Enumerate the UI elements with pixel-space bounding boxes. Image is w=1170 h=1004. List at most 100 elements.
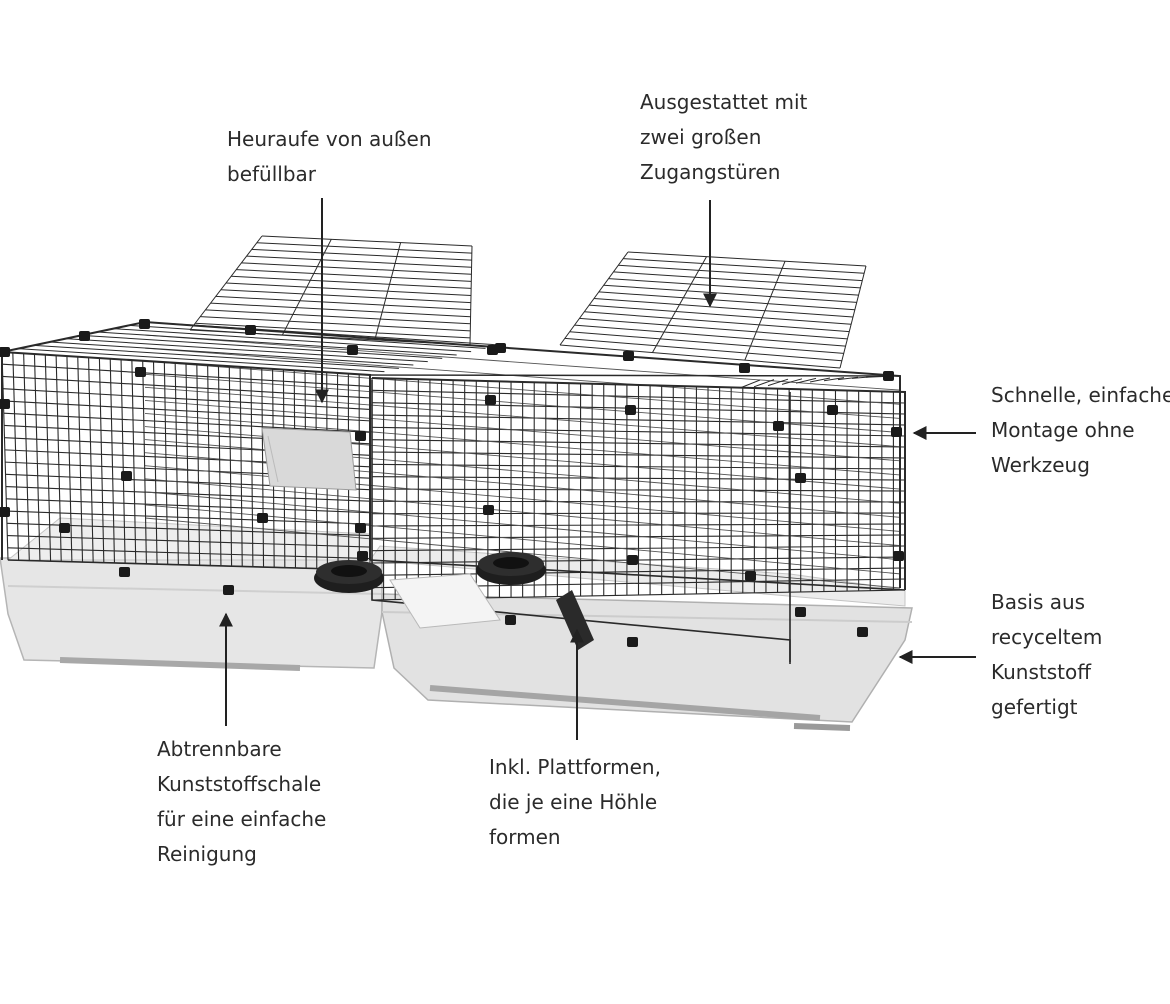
- wire-clip: [347, 345, 358, 355]
- wire-bar: [144, 347, 901, 405]
- wire-clip: [257, 513, 268, 523]
- wire-clip: [623, 351, 634, 361]
- wire-bar: [113, 328, 472, 353]
- label-line: Zugangstüren: [640, 160, 781, 184]
- wire-bar: [823, 377, 845, 382]
- platform-ramp: [389, 573, 594, 650]
- wire-bar: [174, 362, 179, 565]
- wire-bar: [593, 298, 854, 318]
- label-line: gefertigt: [991, 695, 1078, 719]
- wire-clip: [891, 427, 902, 437]
- wire-bar: [200, 316, 471, 332]
- wire-bar: [195, 322, 471, 339]
- label-line: für eine einfache: [157, 807, 327, 831]
- wire-bar: [33, 344, 399, 369]
- wire-clip: [505, 615, 516, 625]
- wire-bar: [207, 364, 211, 566]
- label-platforms: Inkl. Plattformen, die je eine Höhle for…: [489, 750, 661, 855]
- wire-bar: [163, 362, 169, 565]
- wire-bar: [65, 338, 428, 363]
- label-line: Inkl. Plattformen,: [489, 755, 661, 779]
- wire-bar: [256, 242, 472, 254]
- wire-clip: [139, 319, 150, 329]
- wire-bar: [17, 348, 385, 373]
- wire-bar: [623, 258, 865, 274]
- wire-bar: [261, 368, 265, 568]
- label-line: Basis aus: [991, 590, 1086, 614]
- label-line: Montage ohne: [991, 418, 1135, 442]
- wire-clip: [795, 473, 806, 483]
- label-line: Kunststoffschale: [157, 772, 322, 796]
- wire-bar: [66, 356, 73, 562]
- wire-bar: [250, 367, 254, 567]
- wire-bar: [236, 269, 472, 282]
- label-line: Kunststoff: [991, 660, 1092, 684]
- wire-clip: [483, 505, 494, 515]
- label-recycled-base: Basis aus recyceltem Kunststoff gefertig…: [991, 585, 1102, 725]
- wire-bar: [781, 378, 803, 385]
- wire-bar: [608, 278, 859, 296]
- label-access-doors: Ausgestattet mit zwei großen Zugangstüre…: [640, 85, 807, 190]
- wire-clip: [773, 421, 784, 431]
- wire-bar: [837, 376, 859, 381]
- wire-bar: [77, 356, 84, 563]
- wire-bar: [739, 379, 761, 389]
- wire-clip: [0, 507, 10, 517]
- wire-bar: [88, 357, 94, 563]
- wire-clip: [223, 585, 234, 595]
- wire-bar: [579, 317, 848, 340]
- wire-bar: [627, 251, 867, 267]
- wire-bar: [261, 235, 473, 247]
- label-hay-rack: Heuraufe von außen befüllbar: [227, 122, 432, 192]
- wire-bar: [44, 354, 52, 562]
- wire-bar: [569, 331, 844, 354]
- wire-bar: [598, 291, 855, 311]
- wire-bar: [795, 377, 817, 384]
- wire-bar: [574, 324, 846, 347]
- wire-clip: [245, 325, 256, 335]
- wire-bar: [744, 261, 786, 361]
- wire-bar: [185, 363, 190, 566]
- wire-bar: [281, 239, 332, 336]
- wire-bar: [205, 309, 471, 325]
- wire-bar: [559, 344, 841, 369]
- tray-left: [0, 557, 383, 671]
- wire-bar: [33, 354, 41, 561]
- label-line: Heuraufe von außen: [227, 127, 432, 151]
- label-line: Reinigung: [157, 842, 257, 866]
- wire-clip: [0, 347, 10, 357]
- wire-bar: [12, 352, 20, 561]
- label-line: Schnelle, einfache: [991, 383, 1170, 407]
- label-line: zwei großen: [640, 125, 762, 149]
- wire-clip: [627, 637, 638, 647]
- wire-clip: [355, 431, 366, 441]
- wire-bar: [98, 358, 105, 563]
- wire-bar: [129, 324, 486, 349]
- tray-right: [381, 593, 913, 731]
- wire-clip: [795, 607, 806, 617]
- hay-rack: [261, 427, 357, 491]
- wire-bar: [246, 255, 472, 268]
- label-line: recyceltem: [991, 625, 1103, 649]
- wire-bar: [23, 353, 30, 561]
- food-bowl-left: [314, 560, 384, 593]
- label-line: Abtrennbare: [157, 737, 282, 761]
- wire-clip: [627, 555, 638, 565]
- label-line: formen: [489, 825, 561, 849]
- wire-clip: [495, 343, 506, 353]
- label-line: Ausgestattet mit: [640, 90, 808, 114]
- wire-bar: [231, 275, 472, 289]
- wire-bar: [215, 295, 471, 311]
- wire-bar: [618, 264, 863, 282]
- wire-bar: [241, 262, 472, 275]
- wire-clip: [0, 399, 10, 409]
- wire-clips: [0, 319, 904, 647]
- wire-bar: [469, 245, 473, 346]
- wire-bar: [228, 366, 233, 567]
- wire-bar: [251, 248, 472, 261]
- wire-bar: [109, 358, 116, 563]
- wire-bar: [210, 302, 471, 318]
- wire-bar: [839, 265, 867, 369]
- wire-bar: [564, 337, 842, 362]
